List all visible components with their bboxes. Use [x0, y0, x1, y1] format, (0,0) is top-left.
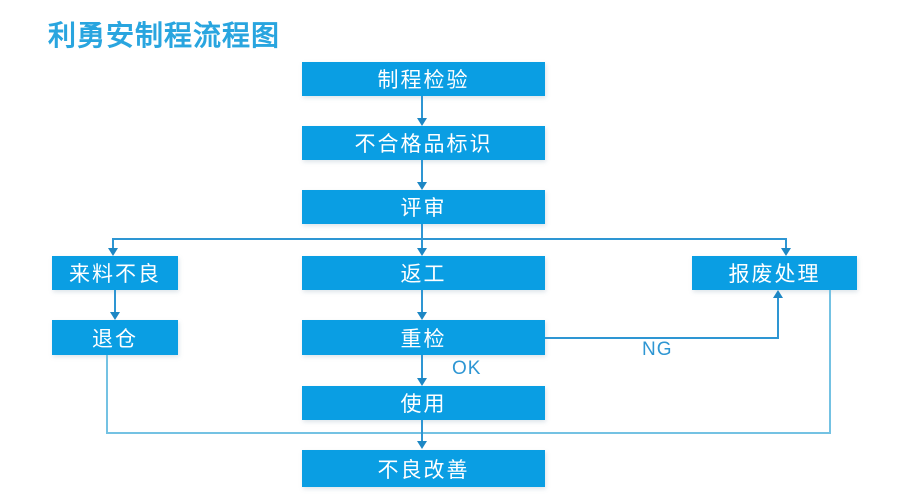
node-use: 使用	[302, 386, 545, 420]
connector-reinspection-to-use	[421, 355, 423, 379]
connector-branch-to-incoming-defect	[112, 238, 114, 249]
connector-scrap-down	[829, 290, 831, 434]
connector-ng-horizontal	[545, 337, 779, 339]
connector-inspection-to-marking	[421, 96, 423, 119]
page-title: 利勇安制程流程图	[48, 20, 281, 51]
node-nonconforming-marking: 不合格品标识	[302, 126, 545, 160]
arrow-down-icon	[417, 312, 427, 320]
node-return-to-warehouse: 退仓	[52, 320, 178, 355]
node-defect-improvement: 不良改善	[302, 450, 545, 487]
node-rework: 返工	[302, 256, 545, 290]
connector-branch-to-scrap	[785, 238, 787, 249]
arrow-down-icon	[417, 441, 427, 449]
node-incoming-defect: 来料不良	[52, 256, 178, 290]
connector-return-down	[106, 355, 108, 434]
connector-review-stem	[421, 224, 423, 240]
connector-incoming-to-return	[114, 290, 116, 313]
node-reinspection: 重检	[302, 320, 545, 355]
connector-branch-to-rework	[421, 238, 423, 249]
connector-ng-vertical	[777, 297, 779, 338]
arrow-down-icon	[781, 248, 791, 256]
arrow-down-icon	[417, 378, 427, 386]
node-review: 评审	[302, 190, 545, 224]
connector-use-to-improvement	[421, 420, 423, 442]
arrow-down-icon	[417, 118, 427, 126]
edge-label-ng: NG	[642, 339, 673, 360]
edge-label-ok: OK	[452, 358, 482, 379]
arrow-down-icon	[108, 248, 118, 256]
arrow-down-icon	[110, 312, 120, 320]
arrow-down-icon	[417, 248, 427, 256]
connector-merge-horizontal	[106, 432, 831, 434]
connector-rework-to-reinspection	[421, 290, 423, 313]
connector-marking-to-review	[421, 160, 423, 183]
arrow-up-icon	[773, 290, 783, 298]
arrow-down-icon	[417, 182, 427, 190]
connector-branch-horizontal	[112, 238, 787, 240]
node-process-inspection: 制程检验	[302, 62, 545, 96]
node-scrap-handling: 报废处理	[692, 256, 857, 290]
